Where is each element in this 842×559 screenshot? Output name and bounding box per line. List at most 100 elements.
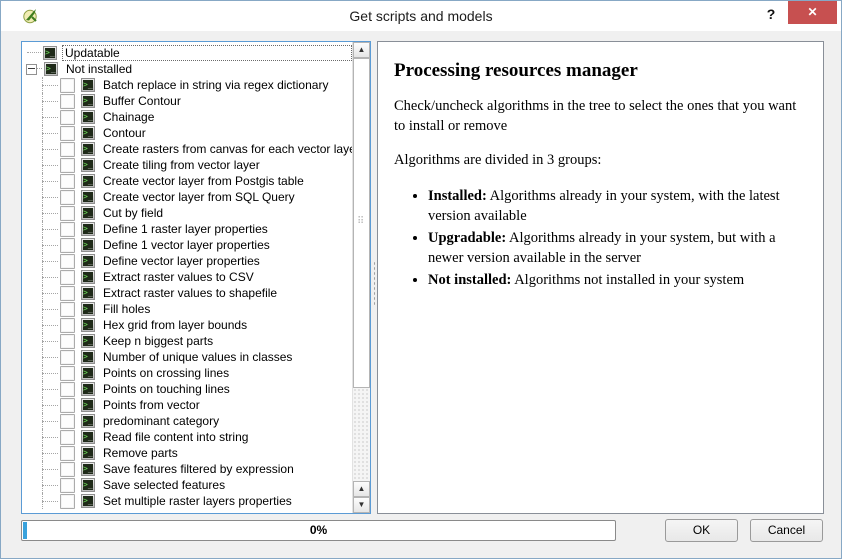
ok-button[interactable]: OK (665, 519, 738, 542)
item-checkbox[interactable] (60, 461, 75, 477)
help-paragraph: Algorithms are divided in 3 groups: (394, 152, 602, 168)
script-icon-glyph: >_ (83, 80, 93, 90)
item-checkbox[interactable] (60, 173, 75, 189)
tree-item-row[interactable]: >_Save selected features (22, 477, 352, 493)
scrollbar-thumb[interactable] (353, 58, 370, 388)
tree-guide (22, 77, 58, 93)
item-checkbox[interactable] (60, 493, 75, 509)
item-checkbox[interactable] (60, 205, 75, 221)
item-checkbox[interactable] (60, 125, 75, 141)
close-button[interactable]: ✕ (788, 1, 837, 24)
tree-item-row[interactable]: >_Batch replace in string via regex dict… (22, 77, 352, 93)
tree-item-row[interactable]: >_Contour (22, 125, 352, 141)
tree-scrollbar[interactable]: ▲ ▲ ▼ (352, 42, 370, 513)
item-checkbox[interactable] (60, 301, 75, 317)
item-checkbox[interactable] (60, 157, 75, 173)
item-checkbox[interactable] (60, 141, 75, 157)
item-checkbox[interactable] (60, 317, 75, 333)
item-checkbox[interactable] (60, 365, 75, 381)
script-icon-glyph: >_ (83, 304, 93, 314)
tree-guide (22, 253, 58, 269)
scroll-down-icon[interactable]: ▼ (353, 497, 370, 513)
tree-item-row[interactable]: >_predominant category (22, 413, 352, 429)
item-checkbox[interactable] (60, 445, 75, 461)
tree-item-row[interactable]: >_Keep n biggest parts (22, 333, 352, 349)
script-icon: >_ (81, 494, 95, 508)
scroll-up-icon-bottom[interactable]: ▲ (353, 481, 370, 497)
script-icon-glyph: >_ (45, 48, 55, 58)
script-icon-glyph: >_ (83, 496, 93, 506)
script-icon-glyph: >_ (46, 64, 56, 74)
tree-item-row[interactable]: >_Set multiple raster layers properties (22, 493, 352, 509)
script-icon-glyph: >_ (83, 336, 93, 346)
tree-guide (22, 189, 58, 205)
scrollbar-track[interactable] (353, 388, 370, 481)
tree-item-row[interactable]: >_Create vector layer from SQL Query (22, 189, 352, 205)
script-icon: >_ (81, 78, 95, 92)
tree-guide (22, 413, 58, 429)
tree-item-row[interactable]: >_Remove parts (22, 445, 352, 461)
tree-item-row[interactable]: >_Number of unique values in classes (22, 349, 352, 365)
item-checkbox[interactable] (60, 221, 75, 237)
tree-item-row[interactable]: >_Points on touching lines (22, 381, 352, 397)
script-icon-glyph: >_ (83, 288, 93, 298)
item-checkbox[interactable] (60, 349, 75, 365)
tree-item-row[interactable]: >_Buffer Contour (22, 93, 352, 109)
script-icon: >_ (81, 366, 95, 380)
item-checkbox[interactable] (60, 429, 75, 445)
collapse-icon[interactable] (26, 63, 37, 75)
tree-item-row[interactable]: >_Extract raster values to CSV (22, 269, 352, 285)
item-checkbox[interactable] (60, 333, 75, 349)
tree-item-row[interactable]: >_Read file content into string (22, 429, 352, 445)
tree-item-row[interactable]: >_Cut by field (22, 205, 352, 221)
tree-guide (22, 333, 58, 349)
item-checkbox[interactable] (60, 381, 75, 397)
item-checkbox[interactable] (60, 477, 75, 493)
item-checkbox[interactable] (60, 253, 75, 269)
item-checkbox[interactable] (60, 269, 75, 285)
tree-item-row[interactable]: >_Hex grid from layer bounds (22, 317, 352, 333)
script-icon-glyph: >_ (83, 96, 93, 106)
tree-item-row[interactable]: >_Define 1 vector layer properties (22, 237, 352, 253)
script-icon-glyph: >_ (83, 400, 93, 410)
tree-item-row[interactable]: >_Points on crossing lines (22, 365, 352, 381)
script-icon: >_ (81, 206, 95, 220)
tree-item-row[interactable]: >_Create vector layer from Postgis table (22, 173, 352, 189)
script-icon: >_ (81, 478, 95, 492)
help-button[interactable]: ? (766, 6, 776, 22)
item-checkbox[interactable] (60, 285, 75, 301)
tree-item-row[interactable]: >_Chainage (22, 109, 352, 125)
title-bar[interactable]: Get scripts and models ? ✕ (1, 1, 841, 31)
script-icon: >_ (81, 350, 95, 364)
item-checkbox[interactable] (60, 93, 75, 109)
item-checkbox[interactable] (60, 397, 75, 413)
scroll-up-icon[interactable]: ▲ (353, 42, 370, 58)
tree-group-row[interactable]: >_Updatable (22, 45, 352, 61)
tree-item-label: Define 1 raster layer properties (103, 221, 268, 236)
tree-item-row[interactable]: >_Create tiling from vector layer (22, 157, 352, 173)
script-icon-glyph: >_ (83, 160, 93, 170)
script-icon: >_ (81, 286, 95, 300)
tree-item-row[interactable]: >_Fill holes (22, 301, 352, 317)
tree-group-row[interactable]: >_Not installed (22, 61, 352, 77)
tree-item-row[interactable]: >_Define 1 raster layer properties (22, 221, 352, 237)
tree-item-label: Create rasters from canvas for each vect… (103, 141, 352, 156)
tree-item-row[interactable]: >_Create rasters from canvas for each ve… (22, 141, 352, 157)
tree-item-label: Points on touching lines (103, 381, 230, 396)
item-checkbox[interactable] (60, 77, 75, 93)
item-checkbox[interactable] (60, 413, 75, 429)
item-checkbox[interactable] (60, 109, 75, 125)
tree-item-row[interactable]: >_Define vector layer properties (22, 253, 352, 269)
cancel-button[interactable]: Cancel (750, 519, 823, 542)
tree-item-row[interactable]: >_Extract raster values to shapefile (22, 285, 352, 301)
tree-item-row[interactable]: >_Points from vector (22, 397, 352, 413)
item-checkbox[interactable] (60, 237, 75, 253)
group-bullet: Installed: Algorithms already in your sy… (428, 186, 805, 226)
script-icon: >_ (81, 302, 95, 316)
item-checkbox[interactable] (60, 189, 75, 205)
tree-item-label: Define 1 vector layer properties (103, 237, 270, 252)
tree-item-label: Chainage (103, 109, 155, 124)
tree-item-row[interactable]: >_Save features filtered by expression (22, 461, 352, 477)
tree-guide (22, 157, 58, 173)
panel-splitter[interactable] (371, 41, 377, 514)
